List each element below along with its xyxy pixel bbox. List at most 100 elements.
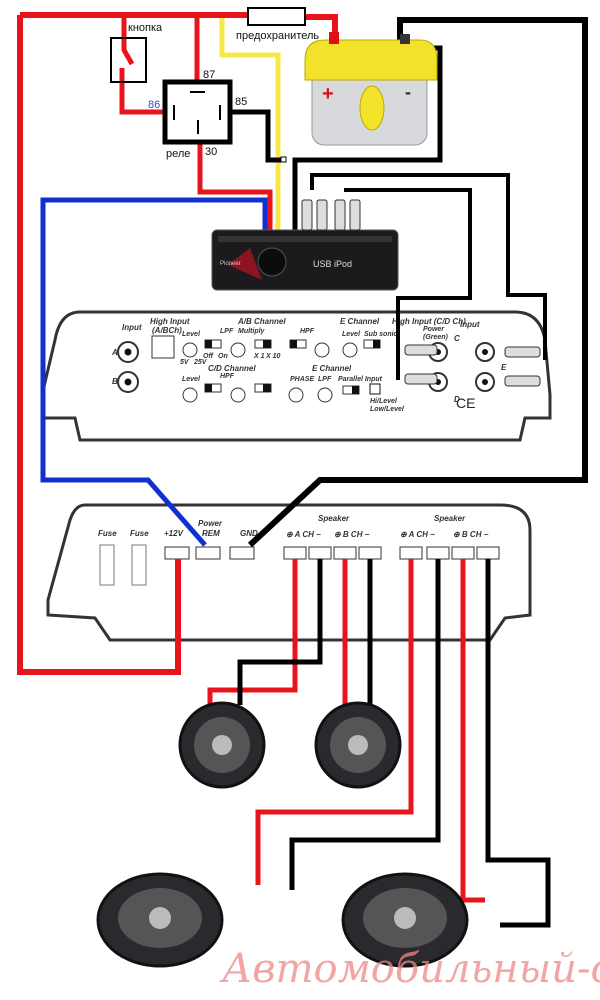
label-x1: X 1 xyxy=(253,353,265,360)
label-power-block: Power xyxy=(198,519,223,528)
label-high-input-ab-sub: (A/BCh) xyxy=(152,326,182,335)
label-25v: 25V xyxy=(193,359,208,366)
label-12v: +12V xyxy=(164,529,184,538)
battery-icon: + - xyxy=(304,32,438,146)
rca-plug-icon xyxy=(316,199,328,231)
connector-icon xyxy=(280,156,287,163)
label-speaker-2: Speaker xyxy=(434,514,466,523)
label-low-level: Low/Level xyxy=(370,406,405,413)
label-cd-channel: C/D Channel xyxy=(208,364,256,373)
label-e: E xyxy=(501,363,507,372)
wire-relay-30 xyxy=(197,142,273,232)
rca-plug-icon xyxy=(349,199,361,231)
label-lpf: LPF xyxy=(220,328,234,335)
label-b-ch-2: ⊕ B CH − xyxy=(453,530,489,539)
wire-spk1-pos xyxy=(207,559,298,705)
wire-spk3-pos xyxy=(255,559,414,885)
volume-knob[interactable] xyxy=(257,247,287,277)
level-knob-e[interactable] xyxy=(342,342,358,358)
level-knob-ab[interactable] xyxy=(182,342,198,358)
wire-ground-amp xyxy=(247,17,588,548)
fuse-slot-2 xyxy=(131,544,147,586)
label-a-ch-1: ⊕ A CH − xyxy=(286,530,321,539)
label-phase: PHASE xyxy=(290,376,314,383)
label-hpf-cd: HPF xyxy=(220,373,235,380)
phase-knob[interactable] xyxy=(288,387,304,403)
label-gnd: GND xyxy=(240,529,258,538)
rca-plug-icon xyxy=(504,375,541,387)
relay-pin-86: 86 xyxy=(148,99,160,111)
label-e-channel-2: E Channel xyxy=(312,364,352,373)
amplifier-2x2ch: Fuse Fuse Power +12V REM GND Speaker ⊕ A… xyxy=(46,503,532,642)
wire-relay-85 xyxy=(230,109,282,163)
lpf-knob[interactable] xyxy=(230,342,246,358)
high-input-connector xyxy=(151,335,175,359)
label-hpf-e: HPF xyxy=(300,328,315,335)
terminal-gnd[interactable] xyxy=(229,546,255,560)
rca-plug-icon xyxy=(334,199,346,231)
label-c: C xyxy=(454,334,460,343)
wire-spk3-neg xyxy=(289,559,441,890)
label-level-e: Level xyxy=(342,331,361,338)
head-unit-brand: Pioneer xyxy=(220,261,241,267)
label-e-channel: E Channel xyxy=(340,317,380,326)
label-off: Off xyxy=(203,353,214,360)
wire-rca-2 xyxy=(344,188,472,380)
label-parallel-input: Parallel Input xyxy=(338,376,383,383)
fuse-label: предохранитель xyxy=(236,30,319,42)
rca-plug-icon xyxy=(404,373,438,385)
label-power-green: (Green) xyxy=(423,334,449,341)
svg-text:-: - xyxy=(405,82,411,102)
label-5v: 5V xyxy=(180,359,190,366)
label-speaker-1: Speaker xyxy=(318,514,350,523)
wire-spk4-pos xyxy=(460,559,485,903)
label-high-input-cd: High Input (C/D Ch) xyxy=(392,317,466,326)
label-b: B xyxy=(112,377,118,386)
hpf-knob-cd[interactable] xyxy=(230,387,246,403)
label-on: On xyxy=(218,353,228,360)
label-fuse-1: Fuse xyxy=(98,529,117,538)
label-multiply: Multiply xyxy=(238,328,266,335)
speaker-round-1 xyxy=(178,701,266,789)
head-unit-display: USB iPod xyxy=(313,259,352,269)
relay-pin-87: 87 xyxy=(203,69,215,81)
rca-plug-icon xyxy=(301,199,313,231)
label-rem: REM xyxy=(202,529,220,538)
level-select-button[interactable] xyxy=(369,383,381,395)
label-b-ch-1: ⊕ B CH − xyxy=(334,530,370,539)
level-knob-cd[interactable] xyxy=(182,387,198,403)
label-d: D xyxy=(454,395,460,404)
terminal-12v[interactable] xyxy=(164,546,190,560)
speaker-terminals[interactable] xyxy=(283,546,500,560)
label-level-cd: Level xyxy=(182,376,201,383)
switch-label: кнопка xyxy=(128,22,163,34)
hpf-knob-e[interactable] xyxy=(314,342,330,358)
amplifier-4ch-5ch: Input High Input (A/BCh) A/B Channel E C… xyxy=(40,310,552,442)
relay-pin-85: 85 xyxy=(235,96,247,108)
head-unit: Pioneer USB iPod xyxy=(211,199,399,291)
label-input-right: Input xyxy=(460,320,480,329)
label-input: Input xyxy=(122,323,142,332)
rca-plug-icon xyxy=(404,344,438,356)
lpf-knob-e[interactable] xyxy=(317,387,333,403)
label-sub-sonic: Sub sonic xyxy=(364,331,398,338)
speaker-oval-2 xyxy=(341,872,469,968)
ce-mark: CE xyxy=(456,395,475,411)
label-x10: X 10 xyxy=(265,353,281,360)
terminal-rem[interactable] xyxy=(195,546,221,560)
label-fuse-2: Fuse xyxy=(130,529,149,538)
label-level: Level xyxy=(182,331,201,338)
wires xyxy=(17,12,588,928)
wire-spk4-neg xyxy=(485,559,551,928)
relay-pin-30: 30 xyxy=(205,146,217,158)
switch-button[interactable] xyxy=(110,37,147,83)
relay xyxy=(162,79,233,145)
wire-spk1-neg xyxy=(237,559,323,705)
speaker-round-2 xyxy=(314,701,402,789)
relay-label: реле xyxy=(166,148,190,160)
svg-text:+: + xyxy=(322,83,334,105)
label-high-input-ab: High Input xyxy=(150,317,190,326)
wire-remote xyxy=(40,197,268,547)
